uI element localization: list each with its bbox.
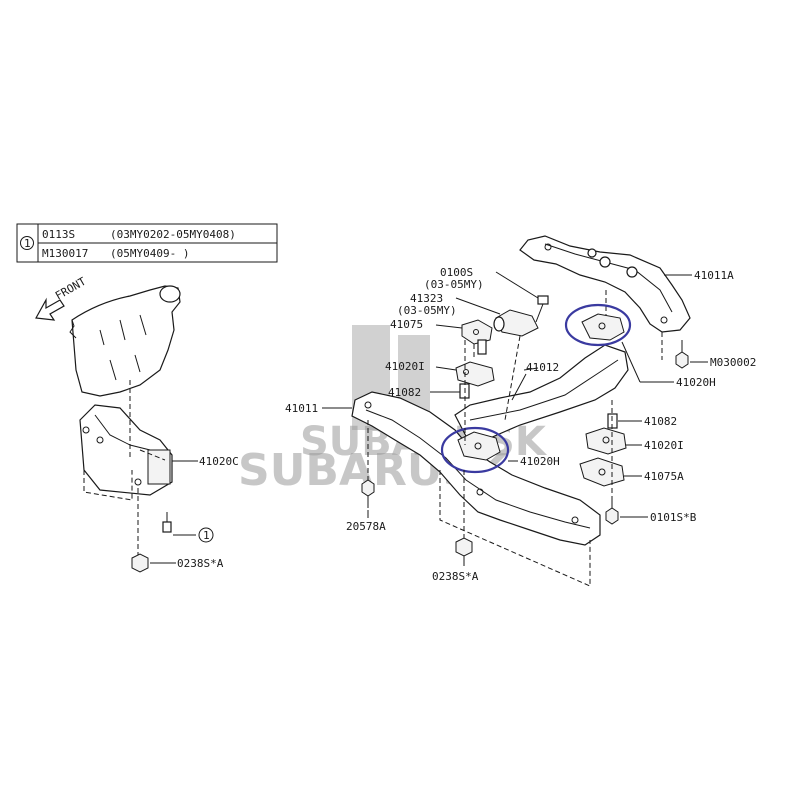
bolt-M030002	[675, 340, 689, 369]
legend-row-2-range: (05MY0409- )	[110, 247, 189, 260]
label-0101SB: 0101S*B	[650, 511, 697, 524]
bolt-0100S	[535, 295, 549, 323]
highlight-circle-41020H-center	[440, 426, 510, 474]
spacer-41020I-right	[585, 427, 627, 455]
label-0238SA-center: 0238S*A	[432, 570, 479, 583]
label-41020H-right: 41020H	[676, 376, 716, 389]
legend-row-1-range: (03MY0202-05MY0408)	[110, 228, 236, 241]
label-M030002: M030002	[710, 356, 756, 369]
crossmember-41011	[351, 391, 601, 546]
label-41020C: 41020C	[199, 455, 239, 468]
mount-41020C	[79, 404, 173, 496]
spacer-41020I-left	[455, 361, 495, 387]
legend-table: 1 0113S (03MY0202-05MY0408) M130017 (05M…	[16, 223, 278, 263]
highlight-circle-41020H-right	[564, 303, 632, 347]
label-41323: 41323	[410, 292, 443, 305]
label-41020I-left: 41020I	[385, 360, 425, 373]
label-41082-right: 41082	[644, 415, 677, 428]
callout-symbol-circle	[198, 527, 214, 543]
legend-row-1-part: 0113S	[42, 228, 75, 241]
label-41012: 41012	[526, 361, 559, 374]
callout-symbol: 1	[203, 529, 210, 542]
bracket-41075	[461, 319, 493, 355]
damper-41323	[493, 309, 539, 337]
label-0100S-sub: (03-05MY)	[424, 278, 484, 291]
bolt-0113S-left	[162, 512, 172, 533]
mount-41020H-right	[564, 303, 632, 347]
transmission-housing	[69, 285, 181, 397]
label-0238SA-left: 0238S*A	[177, 557, 224, 570]
label-41011: 41011	[285, 402, 318, 415]
mount-41020H-center	[440, 426, 510, 474]
label-0100S: 0100S	[440, 266, 473, 279]
legend-symbol-circle	[20, 236, 34, 250]
label-41323-sub: (03-05MY)	[397, 304, 457, 317]
label-41082-left: 41082	[388, 386, 421, 399]
legend-symbol: 1	[24, 237, 31, 250]
legend-row-2-part: M130017	[42, 247, 88, 260]
label-41075: 41075	[390, 318, 423, 331]
label-41020I-right: 41020I	[644, 439, 684, 452]
nut-0238S-left	[131, 553, 149, 573]
label-41020H-center: 41020H	[520, 455, 560, 468]
label-41011A: 41011A	[694, 269, 734, 282]
label-41075A: 41075A	[644, 470, 684, 483]
front-arrow: FRONT	[35, 275, 89, 321]
bolt-0101SB	[605, 496, 619, 525]
bracket-41075A	[579, 457, 625, 487]
front-label: FRONT	[53, 275, 89, 303]
crossmember-41011A	[519, 235, 691, 333]
nut-0238S-center	[455, 537, 473, 557]
front-arrow-icon	[35, 297, 65, 321]
label-20578A: 20578A	[346, 520, 386, 533]
